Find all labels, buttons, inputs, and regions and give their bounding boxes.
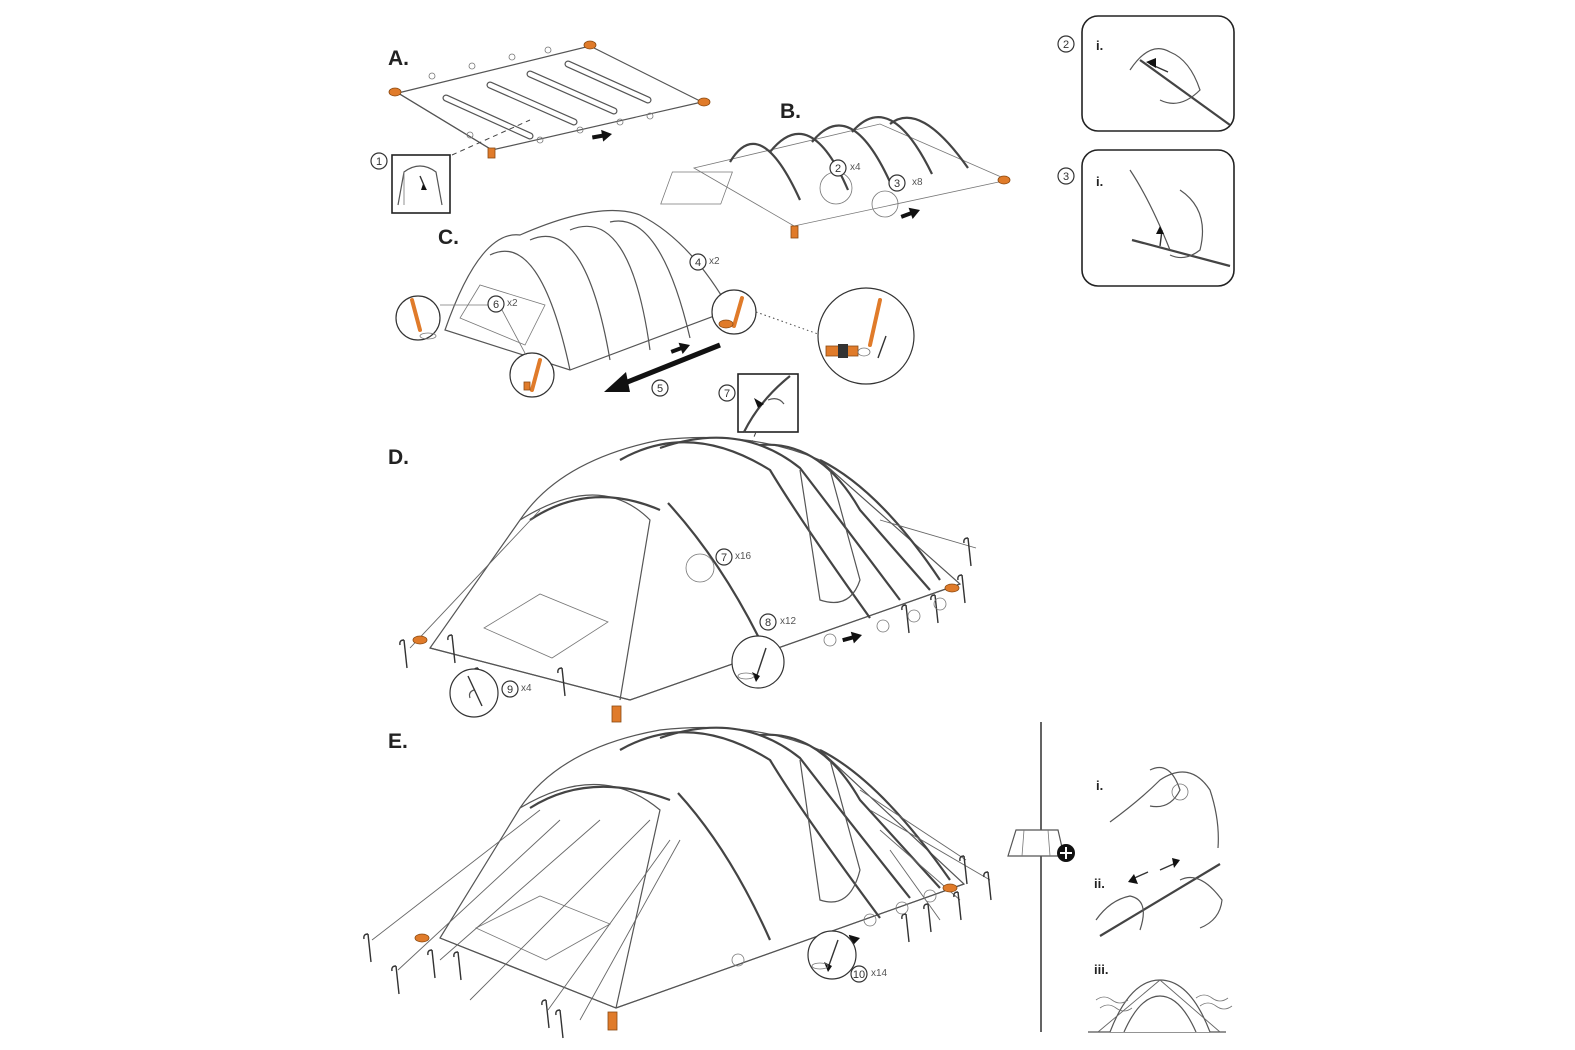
svg-text:x16: x16 [735,551,752,562]
svg-text:7: 7 [721,552,727,564]
svg-text:x12: x12 [780,616,797,627]
peg-detail-e1 [807,930,857,980]
callout-2: 2 x4 [829,159,861,177]
svg-text:3: 3 [1063,171,1069,183]
panel-2: 2 i. [1057,15,1235,132]
step-e-label: E. [388,730,408,753]
panel-3: 3 i. [1057,149,1235,287]
step-d-label: D. [388,446,409,469]
svg-text:5: 5 [657,383,663,395]
step-e-tent [363,726,992,1039]
svg-text:x4: x4 [521,683,532,694]
step-d-tent [399,436,977,723]
step-c-tent [444,209,731,392]
step-b-label: B. [780,100,801,123]
callout-8: 8 x12 [759,613,797,631]
ventilation-diagram [1088,979,1233,1033]
callout-1: 1 [370,152,451,214]
svg-text:x14: x14 [871,968,888,979]
svg-text:x2: x2 [507,298,518,309]
peg-detail-right [711,289,757,335]
arrow-icon [591,128,614,144]
callout-4: 4 x2 [689,253,720,271]
step-c: C. [395,209,915,398]
svg-text:8: 8 [765,617,771,629]
step-a-groundsheet [388,40,711,159]
svg-text:9: 9 [507,684,513,696]
hand-icon [1129,169,1231,268]
step-b: B. 2 x4 3 x8 [660,100,1011,239]
svg-text:x4: x4 [850,162,861,173]
svg-text:4: 4 [695,257,701,269]
callout-5: 5 [651,379,669,397]
peg-detail-left [395,295,441,341]
hand-icon [1129,48,1231,126]
buckle-detail [817,287,915,385]
callout-6: 6 x2 [440,295,527,356]
callout-3: 3 x8 [888,174,923,192]
extra-step-iii: iii. [1094,962,1108,977]
svg-text:2: 2 [1063,39,1069,51]
svg-text:i.: i. [1096,38,1103,53]
peg-detail-bottom [509,352,555,398]
step-e: E. [363,726,992,1039]
svg-text:1: 1 [376,156,382,168]
peg-detail-d1 [731,635,785,689]
callout-9: 9 x4 [501,680,532,698]
step-d: D. 7 [388,373,977,723]
plus-icon [1057,844,1075,862]
callout-10: 10 x14 [850,965,888,983]
svg-text:2: 2 [835,163,841,175]
peg-detail-d2 [449,668,499,718]
svg-text:10: 10 [853,969,865,981]
corner-strap-icon [388,87,402,97]
hand-icon [1109,766,1219,849]
step-c-label: C. [438,226,459,249]
svg-text:x8: x8 [912,177,923,188]
step-a-label: A. [388,47,409,70]
hand-icon [1095,858,1223,937]
inner-tent-section: i. ii. iii. [1007,722,1233,1033]
svg-text:7: 7 [724,388,730,400]
step-a: A. 1 [370,40,711,214]
callout-7-box: 7 [718,373,799,433]
step-b-tent-frame [660,116,1011,239]
svg-text:x2: x2 [709,256,720,267]
callout-7: 7 x16 [715,548,752,566]
svg-text:6: 6 [493,299,499,311]
inner-tent-icon [1007,829,1065,857]
svg-text:i.: i. [1096,174,1103,189]
svg-text:3: 3 [894,178,900,190]
extra-step-i: i. [1096,778,1103,793]
extra-step-ii: ii. [1094,876,1105,891]
